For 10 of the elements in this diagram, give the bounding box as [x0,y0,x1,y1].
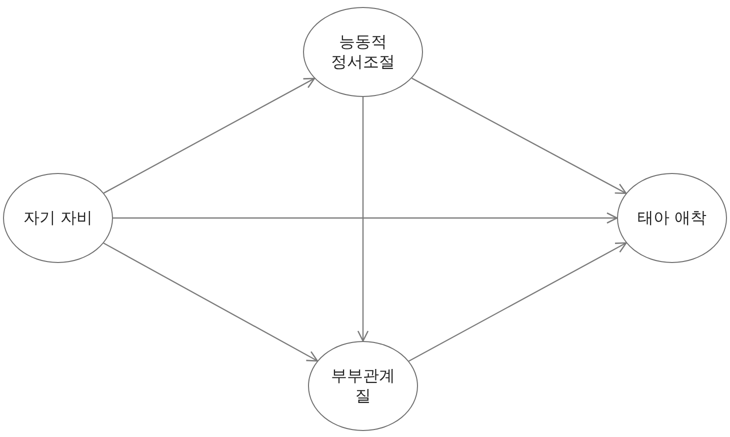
arrow [412,78,627,194]
arrow [408,242,627,362]
node-label: 능동적 정서조절 [330,32,396,72]
arrow [357,97,369,342]
node-label: 자기 자비 [23,208,93,228]
node-label: 태아 애착 [637,208,707,228]
arrow [103,242,318,362]
arrow [113,212,618,224]
node-label: 부부관계 질 [330,366,396,406]
arrow [104,78,316,194]
